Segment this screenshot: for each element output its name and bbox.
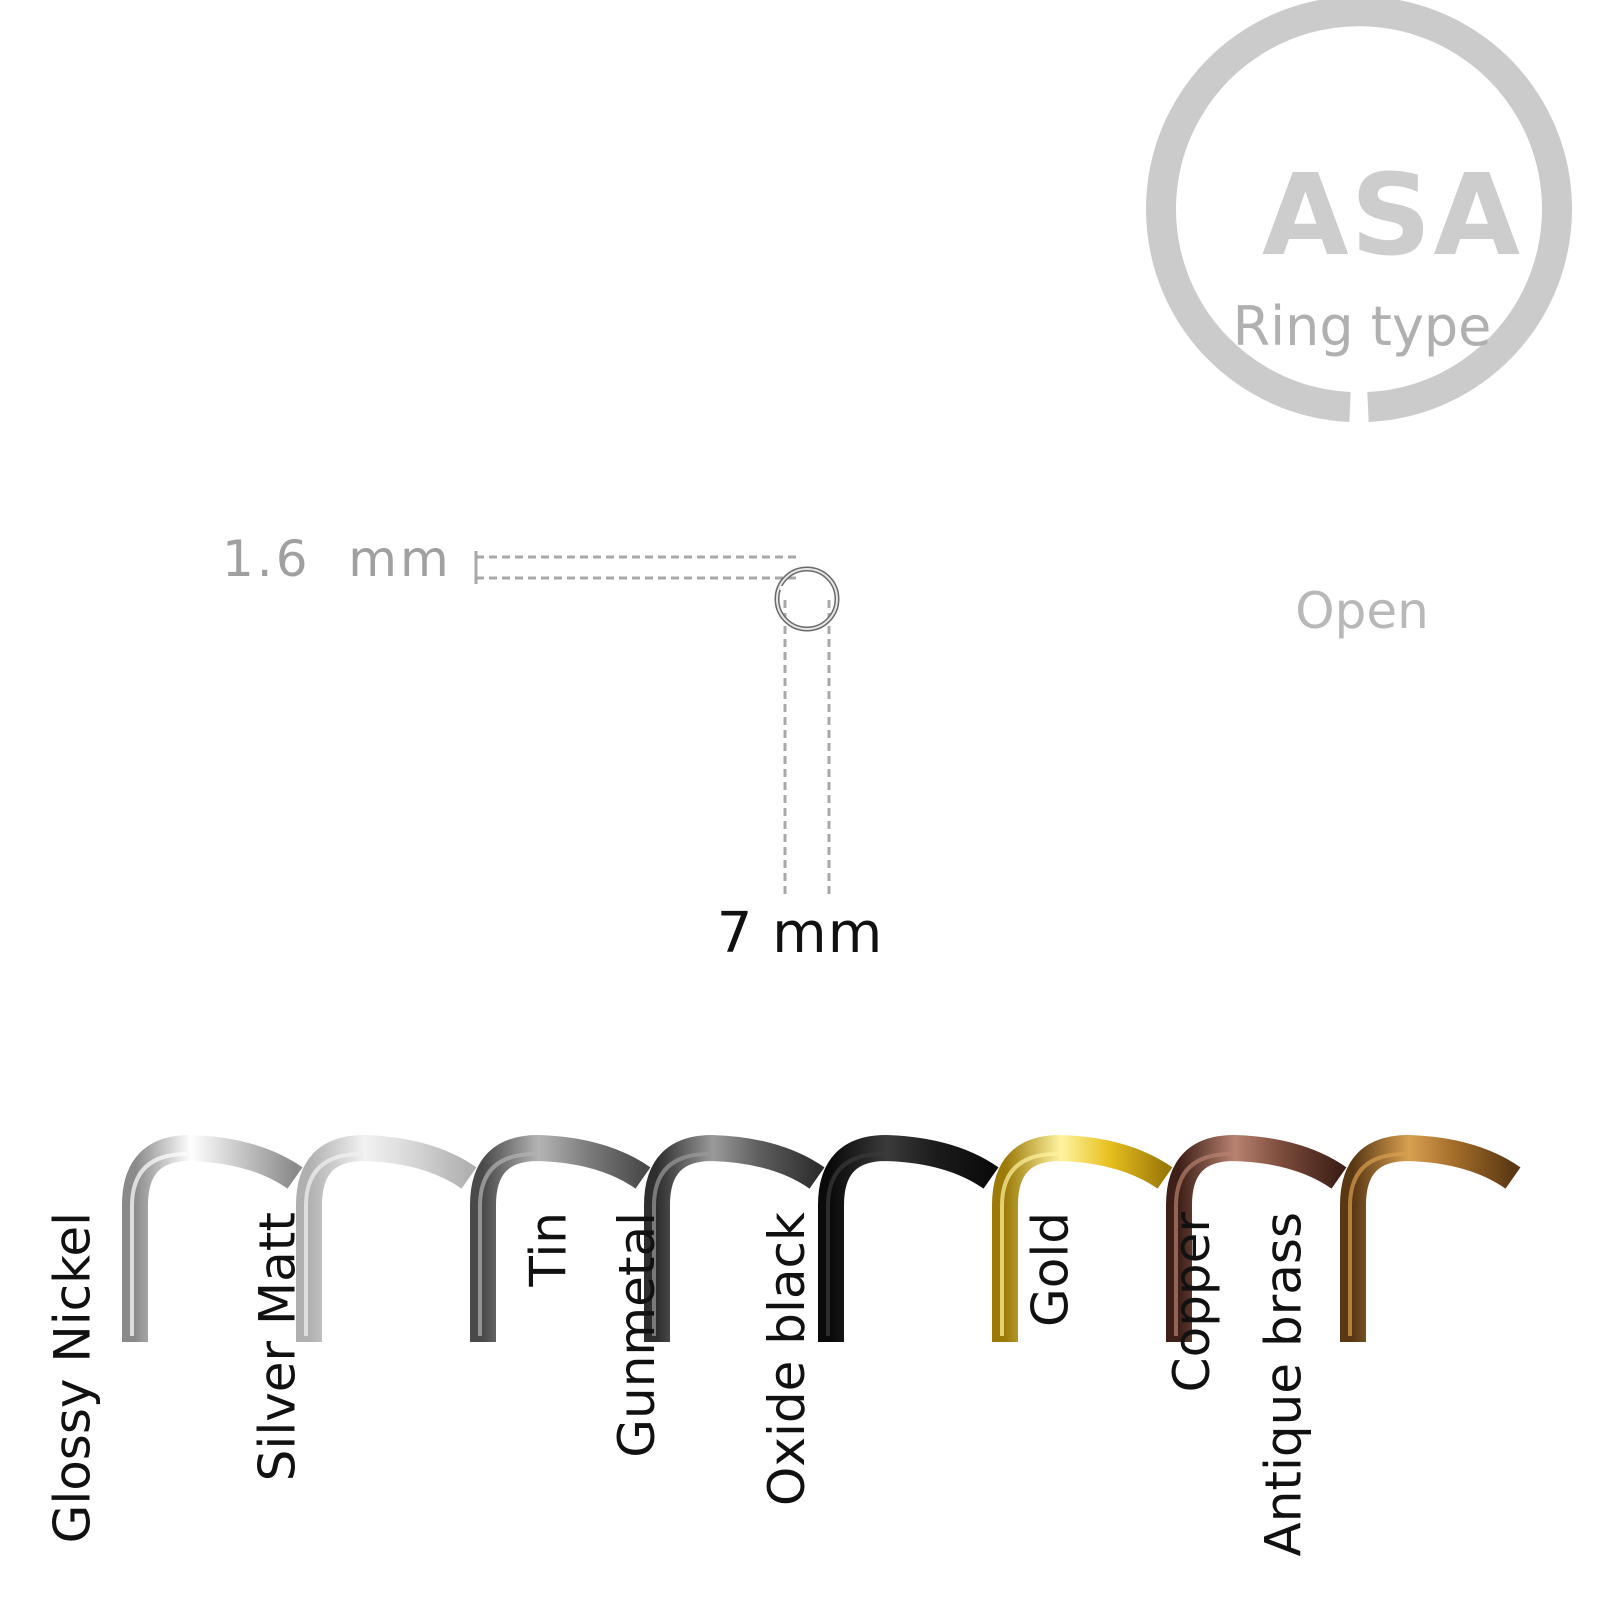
finish-label-text: Copper (1162, 1212, 1221, 1393)
finish-swatch-highlight (1174, 1152, 1232, 1336)
finish-swatch-highlight (478, 1152, 536, 1336)
finish-label-gold: Gold (1022, 1212, 1108, 1600)
open-ring-diagram (1146, 0, 1572, 422)
finish-label-antique-brass: Antique brass (1255, 1212, 1456, 1600)
finish-label-text: Antique brass (1254, 1212, 1313, 1557)
finish-label-text: Tin (519, 1212, 578, 1287)
finish-swatch-highlight (1348, 1152, 1406, 1336)
finish-swatch-highlight (1000, 1152, 1058, 1336)
diameter-dimension-lines (783, 600, 831, 898)
finish-label-text: Oxide black (758, 1212, 817, 1506)
finish-swatch-group (122, 1134, 1521, 1342)
actual-size-ring-icon (774, 566, 840, 632)
finish-label-text: Gunmetal (608, 1212, 667, 1458)
diameter-label: 7 mm (716, 901, 884, 966)
finish-label-text: Glossy Nickel (43, 1212, 102, 1544)
finish-swatch-highlight (826, 1152, 884, 1336)
ring-type-value: Open (1295, 582, 1429, 640)
finish-swatch-highlight (652, 1152, 710, 1336)
finish-label-glossy-nickel: Glossy Nickel (43, 1212, 238, 1600)
finish-swatch-highlight (304, 1152, 362, 1336)
finish-swatch-highlight (130, 1152, 188, 1336)
thickness-label: 1.6 mm (222, 530, 452, 588)
finish-label-silver-matt: Silver Matt (248, 1212, 412, 1600)
finish-label-text: Gold (1021, 1212, 1080, 1327)
finish-label-text: Silver Matt (248, 1212, 307, 1482)
brand-name: ASA (1262, 151, 1523, 281)
finish-label-gunmetal: Gunmetal (608, 1212, 760, 1600)
finish-label-oxide-black: Oxide black (758, 1212, 934, 1600)
ring-type-heading: Ring type (1232, 295, 1492, 358)
thickness-dimension-lines (474, 551, 800, 584)
finish-label-tin: Tin (520, 1212, 586, 1600)
